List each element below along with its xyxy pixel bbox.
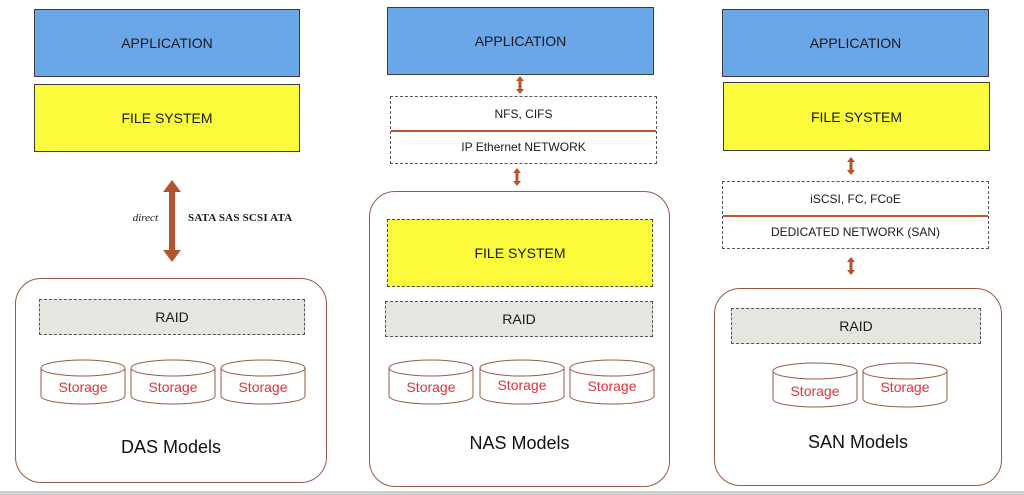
bottom-divider bbox=[0, 491, 1024, 495]
cylinder-icon bbox=[479, 359, 565, 405]
das-storage-disk-3: Storage bbox=[220, 359, 306, 405]
san-storage-disk-2: Storage bbox=[862, 362, 948, 408]
san-arrow-icon-1 bbox=[846, 157, 856, 175]
san-raid-layer: RAID bbox=[731, 308, 981, 344]
san-file-system-label: FILE SYSTEM bbox=[810, 108, 903, 125]
nas-storage-disk-2: Storage bbox=[479, 359, 565, 405]
nas-protocol-row: NFS, CIFS bbox=[391, 97, 656, 132]
nas-raid-label: RAID bbox=[502, 311, 536, 327]
san-network-label: DEDICATED NETWORK (SAN) bbox=[770, 224, 941, 239]
san-arrow-icon-2 bbox=[846, 257, 856, 275]
cylinder-icon bbox=[40, 359, 126, 405]
cylinder-icon bbox=[569, 359, 655, 405]
storage-label: Storage bbox=[58, 379, 108, 395]
das-file-system-layer: FILE SYSTEM bbox=[34, 84, 300, 152]
das-protocols-label: SATA SAS SCSI ATA bbox=[188, 212, 293, 224]
nas-model-container: FILE SYSTEM RAID Storage Storage Storage… bbox=[369, 191, 670, 487]
san-protocol-label: iSCSI, FC, FCoE bbox=[810, 191, 901, 206]
nas-arrow-icon-1 bbox=[515, 76, 525, 94]
das-model-title: DAS Models bbox=[120, 437, 222, 457]
san-network-row: DEDICATED NETWORK (SAN) bbox=[723, 215, 988, 248]
san-protocol-row: iSCSI, FC, FCoE bbox=[723, 182, 988, 217]
san-application-layer: APPLICATION bbox=[722, 9, 989, 77]
nas-protocol-stack: NFS, CIFS IP Ethernet NETWORK bbox=[390, 96, 657, 164]
das-model-container: RAID Storage Storage Storage DAS Models bbox=[15, 278, 327, 483]
das-application-label: APPLICATION bbox=[121, 35, 213, 51]
storage-label: Storage bbox=[790, 383, 840, 399]
cylinder-icon bbox=[862, 362, 948, 408]
nas-application-label: APPLICATION bbox=[474, 33, 567, 49]
san-application-label: APPLICATION bbox=[809, 35, 902, 51]
san-storage-disk-1: Storage bbox=[772, 362, 858, 408]
das-file-system-label: FILE SYSTEM bbox=[121, 110, 213, 126]
nas-application-layer: APPLICATION bbox=[387, 7, 654, 75]
das-connection-type-label: direct bbox=[132, 212, 158, 224]
nas-network-row: IP Ethernet NETWORK bbox=[391, 130, 656, 163]
das-raid-layer: RAID bbox=[39, 299, 305, 335]
nas-storage-disk-3: Storage bbox=[569, 359, 655, 405]
das-raid-label: RAID bbox=[155, 309, 189, 325]
cylinder-icon bbox=[772, 362, 858, 408]
das-direct-arrow-icon bbox=[162, 180, 182, 262]
nas-model-title: NAS Models bbox=[469, 433, 570, 453]
nas-file-system-layer: FILE SYSTEM bbox=[387, 219, 653, 287]
san-model-container: RAID Storage Storage SAN Models bbox=[714, 288, 1002, 486]
san-model-title: SAN Models bbox=[807, 432, 909, 452]
nas-arrow-icon-2 bbox=[512, 168, 522, 186]
nas-protocol-label: NFS, CIFS bbox=[494, 106, 553, 121]
storage-label: Storage bbox=[238, 379, 288, 395]
das-storage-disk-1: Storage bbox=[40, 359, 126, 405]
storage-label: Storage bbox=[497, 377, 547, 393]
nas-file-system-label: FILE SYSTEM bbox=[474, 245, 566, 261]
nas-network-label: IP Ethernet NETWORK bbox=[461, 139, 586, 154]
san-protocol-stack: iSCSI, FC, FCoE DEDICATED NETWORK (SAN) bbox=[722, 181, 989, 249]
storage-label: Storage bbox=[587, 378, 637, 394]
cylinder-icon bbox=[130, 359, 216, 405]
nas-storage-disk-1: Storage bbox=[388, 359, 474, 405]
cylinder-icon bbox=[220, 359, 306, 405]
nas-raid-layer: RAID bbox=[385, 301, 653, 337]
san-raid-label: RAID bbox=[839, 318, 873, 334]
san-file-system-layer: FILE SYSTEM bbox=[723, 82, 990, 151]
cylinder-icon bbox=[388, 359, 474, 405]
storage-label: Storage bbox=[406, 379, 456, 395]
storage-label: Storage bbox=[880, 379, 930, 395]
das-application-layer: APPLICATION bbox=[34, 9, 300, 77]
das-storage-disk-2: Storage bbox=[130, 359, 216, 405]
storage-label: Storage bbox=[148, 379, 198, 395]
